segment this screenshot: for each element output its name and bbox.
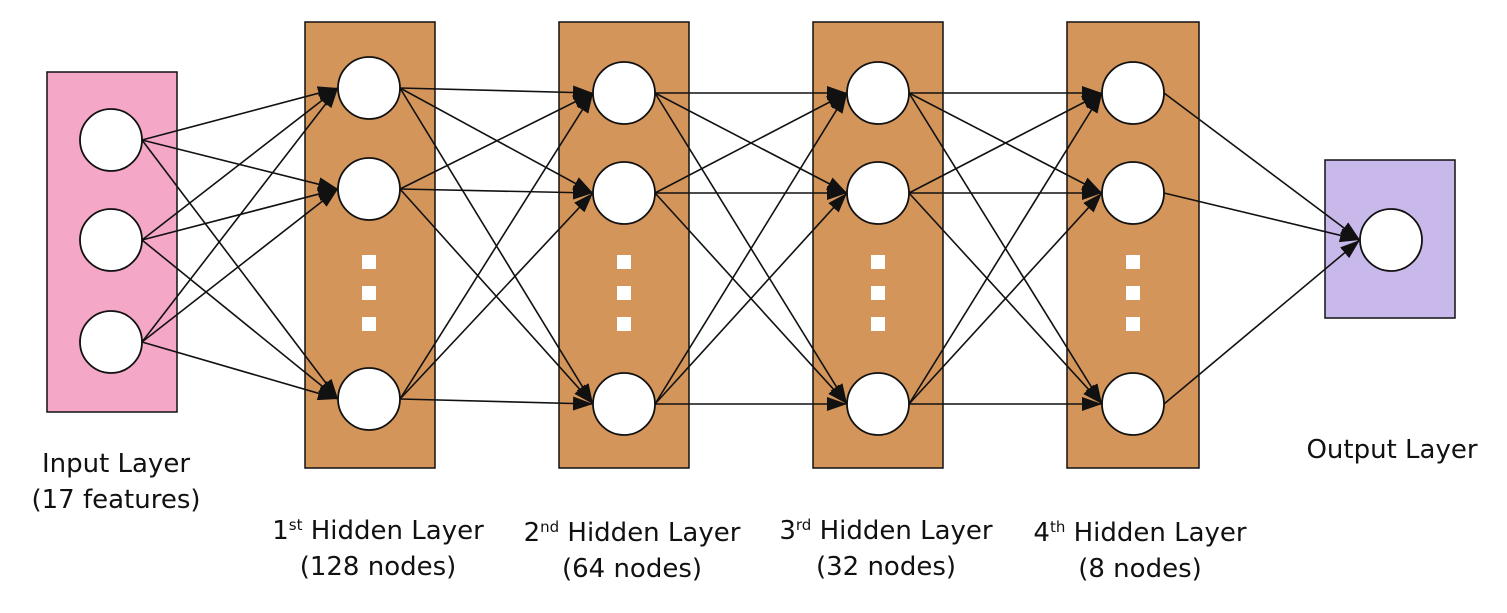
- hidden3-node-2: [846, 161, 910, 225]
- hidden1-ellipsis-dot-3: [362, 317, 376, 331]
- hidden-layer-4-nodes: (8 nodes): [1078, 554, 1202, 584]
- hidden-layer-1-label: 1st Hidden Layer (128 nodes): [245, 513, 511, 585]
- connection-input-2-to-hidden1-1: [141, 87, 338, 241]
- connection-hidden1-3-to-hidden2-1: [399, 92, 594, 400]
- input-node-2: [79, 208, 143, 272]
- hidden4-ellipsis-dot-2: [1126, 286, 1140, 300]
- hidden1-ellipsis-dot-2: [362, 286, 376, 300]
- hidden-layer-1-nodes: (128 nodes): [299, 552, 457, 582]
- connection-input-3-to-hidden1-3: [141, 341, 338, 401]
- input-layer-label: Input Layer (17 features): [10, 446, 222, 518]
- hidden1-ellipsis-dot-1: [362, 255, 376, 269]
- hidden3-node-3: [846, 372, 910, 436]
- hidden2-node-2: [592, 161, 656, 225]
- hidden-layer-4-label: 4th Hidden Layer (8 nodes): [1007, 515, 1273, 587]
- hidden4-ellipsis-dot-3: [1126, 317, 1140, 331]
- connection-hidden3-2-to-hidden4-1: [908, 92, 1102, 194]
- output-node-1: [1359, 208, 1423, 272]
- input-node-1: [79, 108, 143, 172]
- connection-hidden1-1-to-hidden2-1: [399, 85, 593, 100]
- hidden-layer-2-nodes: (64 nodes): [561, 554, 703, 584]
- connection-hidden3-3-to-hidden4-2: [908, 192, 1102, 405]
- output-layer-label: Output Layer: [1282, 432, 1502, 468]
- connection-hidden4-2-to-output-1: [1163, 192, 1360, 243]
- hidden1-node-2: [337, 157, 401, 221]
- input-node-3: [79, 310, 143, 374]
- connection-hidden3-3-to-hidden4-1: [908, 92, 1103, 405]
- connection-input-3-to-hidden1-2: [141, 188, 338, 343]
- connection-hidden4-1-to-output-1: [1163, 92, 1360, 241]
- connection-hidden4-3-to-output-1: [1163, 239, 1360, 405]
- hidden2-node-1: [592, 61, 656, 125]
- hidden-layer-1-title: 1st Hidden Layer: [272, 516, 484, 546]
- connection-hidden2-3-to-hidden3-2: [654, 192, 847, 405]
- hidden-layer-3-label: 3rd Hidden Layer (32 nodes): [753, 513, 1019, 585]
- hidden4-ellipsis-dot-1: [1126, 255, 1140, 269]
- hidden3-ellipsis-dot-3: [871, 317, 885, 331]
- connection-input-1-to-hidden1-1: [141, 86, 338, 141]
- connection-hidden1-3-to-hidden2-3: [399, 396, 593, 411]
- hidden4-node-3: [1101, 372, 1165, 436]
- connection-hidden1-1-to-hidden2-2: [399, 87, 593, 194]
- hidden1-node-1: [337, 56, 401, 120]
- input-layer-features: (17 features): [31, 485, 201, 515]
- connection-input-2-to-hidden1-3: [141, 239, 338, 400]
- hidden3-ellipsis-dot-1: [871, 255, 885, 269]
- input-layer-title: Input Layer: [41, 449, 191, 479]
- connection-hidden1-3-to-hidden2-2: [399, 192, 593, 400]
- hidden3-node-1: [846, 61, 910, 125]
- output-layer-title: Output Layer: [1306, 435, 1478, 465]
- hidden2-ellipsis-dot-3: [617, 317, 631, 331]
- connection-hidden1-2-to-hidden2-1: [399, 92, 593, 190]
- hidden1-node-3: [337, 367, 401, 431]
- hidden4-node-1: [1101, 61, 1165, 125]
- hidden-layer-2-label: 2nd Hidden Layer (64 nodes): [499, 515, 765, 587]
- hidden3-ellipsis-dot-2: [871, 286, 885, 300]
- connection-hidden2-2-to-hidden3-1: [654, 92, 847, 194]
- connection-hidden1-2-to-hidden2-2: [399, 185, 593, 200]
- hidden2-node-3: [592, 372, 656, 436]
- hidden-layer-4-title: 4th Hidden Layer: [1033, 518, 1247, 548]
- hidden-layer-3-title: 3rd Hidden Layer: [779, 516, 993, 546]
- hidden-layer-3-nodes: (32 nodes): [815, 552, 957, 582]
- connection-input-3-to-hidden1-1: [141, 88, 339, 343]
- hidden4-node-2: [1101, 161, 1165, 225]
- connection-input-1-to-hidden1-3: [141, 139, 339, 399]
- hidden2-ellipsis-dot-2: [617, 286, 631, 300]
- hidden2-ellipsis-dot-1: [617, 255, 631, 269]
- connection-hidden2-3-to-hidden3-1: [654, 93, 848, 405]
- hidden-layer-2-title: 2nd Hidden Layer: [523, 518, 741, 548]
